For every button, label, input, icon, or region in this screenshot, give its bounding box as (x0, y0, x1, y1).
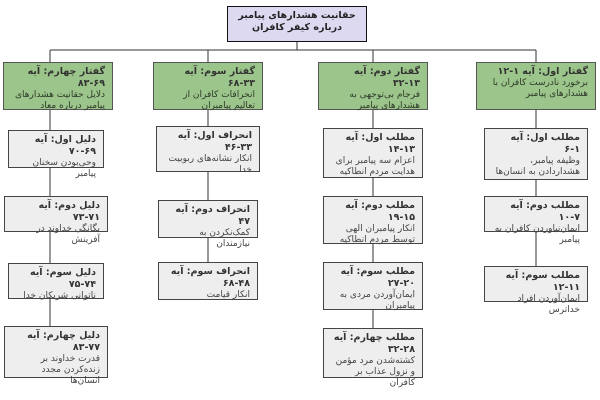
item-node: دلیل دوم: آیه ۷۱-۷۳ یگانگی خداوند در آفر… (4, 196, 108, 245)
section-heading: گفتار اول: آیه ۱-۱۲ (497, 66, 588, 77)
section-node-4: گفتار چهارم: آیه ۶۹-۸۳ دلایل حقانیت هشدا… (3, 62, 113, 111)
item-text: ایمان‌آوردن مردی به پیامبران (339, 289, 415, 311)
item-text: کشته‌شدن مرد مؤمن و نزول عذاب بر کافران (335, 355, 415, 389)
item-heading: دلیل اول: آیه ۶۹-۷۰ (34, 134, 96, 157)
item-heading: مطلب اول: آیه ۱۳-۱۴ (345, 132, 415, 155)
item-heading: دلیل دوم: آیه ۷۱-۷۳ (38, 200, 100, 223)
section-node-3: گفتار سوم: آیه ۳۳-۶۸ انحرافات کافران از … (153, 62, 263, 111)
item-heading: مطلب چهارم: آیه ۲۸-۳۲ (333, 332, 415, 355)
item-text: یگانگی خداوند در آفرینش (36, 223, 100, 245)
item-text: وظیفه پیامبر، هشداردادن به انسان‌ها (495, 155, 580, 177)
item-heading: انحراف سوم: آیه ۴۸-۶۸ (170, 266, 250, 289)
item-heading: مطلب دوم: آیه ۱۵-۱۹ (345, 200, 415, 223)
item-node: دلیل چهارم: آیه ۷۷-۸۳ قدرت خداوند بر زند… (4, 326, 108, 386)
section-text: فرجام بی‌توجهی به هشدارهای پیامبر (349, 89, 420, 111)
section-heading: گفتار چهارم: آیه ۶۹-۸۳ (27, 66, 105, 89)
item-heading: انحراف دوم: آیه ۴۷ (175, 204, 250, 227)
item-node: مطلب دوم: آیه ۷-۱۰ ایمان‌نیاوردن کافران … (484, 196, 588, 245)
item-text: انکار نشانه‌های ربوبیت خدا (168, 153, 252, 175)
item-node: مطلب سوم: آیه ۲۰-۲۷ ایمان‌آوردن مردی به … (323, 262, 423, 311)
item-text: قدرت خداوند بر زنده‌کردن مجدد انسان‌ها (40, 353, 100, 387)
item-heading: دلیل چهارم: آیه ۷۷-۸۳ (27, 330, 100, 353)
root-title-line2: درباره کیفر کافران (252, 21, 342, 33)
item-node: انحراف سوم: آیه ۴۸-۶۸ انکار قیامت (158, 262, 258, 300)
section-text: انحرافات کافران از تعالیم پیامبران (183, 89, 255, 111)
section-node-2: گفتار دوم: آیه ۱۳-۳۲ فرجام بی‌توجهی به ه… (318, 62, 428, 111)
item-text: انکار قیامت (206, 289, 250, 300)
item-node: دلیل اول: آیه ۶۹-۷۰ وحی‌بودن سخنان پیامب… (8, 130, 104, 179)
item-node: مطلب چهارم: آیه ۲۸-۳۲ کشته‌شدن مرد مؤمن … (323, 328, 423, 388)
item-node: مطلب سوم: آیه ۱۱-۱۲ ایمان‌آوردن افراد خد… (484, 266, 588, 315)
section-text: برخورد نادرست کافران با هشدارهای پیامبر (492, 77, 588, 100)
item-text: ایمان‌آوردن افراد خداترس (517, 293, 580, 315)
item-text: اعزام سه پیامبر برای هدایت مردم انطاکیه (335, 155, 415, 177)
item-node: دلیل سوم: آیه ۷۴-۷۵ ناتوانی شریکان خدا (8, 263, 104, 301)
item-text: وحی‌بودن سخنان پیامبر (32, 157, 96, 179)
item-heading: مطلب اول: آیه ۱-۶ (510, 132, 580, 155)
item-node: مطلب دوم: آیه ۱۵-۱۹ انکار پیامبران الهی … (323, 196, 423, 245)
item-text: انکار پیامبران الهی توسط مردم انطاکیه (339, 223, 415, 245)
item-node: مطلب اول: آیه ۱-۶ وظیفه پیامبر، هشدارداد… (484, 128, 588, 180)
section-node-1: گفتار اول: آیه ۱-۱۲ برخورد نادرست کافران… (476, 62, 596, 110)
item-node: انحراف دوم: آیه ۴۷ کمک‌نکردن به نیازمندا… (158, 200, 258, 249)
item-text: ایمان‌نیاوردن کافران به پیامبر (494, 223, 580, 245)
item-heading: مطلب سوم: آیه ۱۱-۱۲ (505, 270, 580, 293)
section-heading: گفتار دوم: آیه ۱۳-۳۲ (353, 66, 420, 89)
item-node: مطلب اول: آیه ۱۳-۱۴ اعزام سه پیامبر برای… (323, 128, 423, 178)
section-text: دلایل حقانیت هشدارهای پیامبر درباره معاد (15, 89, 105, 111)
item-text: کمک‌نکردن به نیازمندان (199, 227, 250, 249)
item-node: انحراف اول: آیه ۳۳-۴۶ انکار نشانه‌های رب… (156, 126, 260, 175)
item-heading: مطلب دوم: آیه ۷-۱۰ (510, 200, 580, 223)
item-heading: دلیل سوم: آیه ۷۴-۷۵ (29, 267, 96, 290)
root-node: حقانیت هشدارهای پیامبر درباره کیفر کافرا… (227, 6, 367, 42)
item-heading: انحراف اول: آیه ۳۳-۴۶ (177, 130, 252, 153)
root-title-line1: حقانیت هشدارهای پیامبر (238, 10, 356, 21)
item-heading: مطلب سوم: آیه ۲۰-۲۷ (340, 266, 415, 289)
section-heading: گفتار سوم: آیه ۳۳-۶۸ (184, 66, 255, 89)
item-text: ناتوانی شریکان خدا (23, 290, 96, 301)
